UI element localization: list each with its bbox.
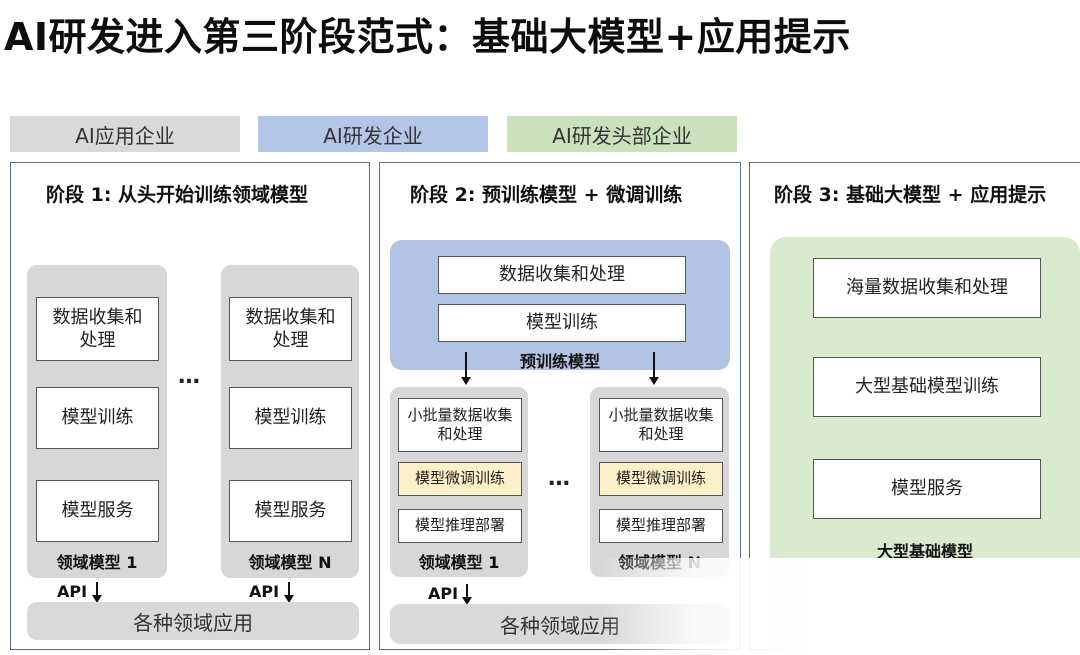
- stage2-pretrain-caption: 预训练模型: [519, 352, 600, 371]
- legend-ai-rnd: AI研发企业: [258, 116, 488, 152]
- stage1-col2-data-step: 数据收集和处理: [229, 297, 352, 361]
- stage1-col1-serve-step: 模型服务: [36, 480, 159, 542]
- stage2-api-arrowhead: [462, 597, 472, 605]
- stage3-serve-step: 模型服务: [813, 459, 1041, 519]
- stage2-col2-data-step: 小批量数据收集和处理: [599, 398, 723, 452]
- stage2-arrowhead-2: [649, 377, 659, 385]
- stage1-col2-caption: 领域模型 N: [248, 553, 332, 572]
- stage1-ellipsis: …: [178, 364, 201, 389]
- stage2-api-arrow: [466, 584, 468, 598]
- stage2-pretrain-train-step: 模型训练: [438, 304, 686, 342]
- stage2-col2-finetune-step: 模型微调训练: [599, 462, 723, 496]
- stage3-train-step: 大型基础模型训练: [813, 357, 1041, 417]
- stage2-title: 阶段 2: 预训练模型 + 微调训练: [410, 184, 683, 206]
- stage3-data-step: 海量数据收集和处理: [813, 258, 1041, 318]
- stage2-col2-deploy-step: 模型推理部署: [599, 509, 723, 543]
- stage1-col2-train-step: 模型训练: [229, 387, 352, 449]
- stage2-col1-deploy-step: 模型推理部署: [398, 509, 522, 543]
- stage2-pretrain-data-step: 数据收集和处理: [438, 256, 686, 294]
- stage1-col1-train-step: 模型训练: [36, 387, 159, 449]
- stage2-col1-caption: 领域模型 1: [418, 553, 500, 572]
- stage2-arrow-2: [653, 352, 655, 377]
- stage2-arrowhead-1: [461, 377, 471, 385]
- stage1-title: 阶段 1: 从头开始训练领域模型: [46, 184, 309, 206]
- stage3-title: 阶段 3: 基础大模型 + 应用提示: [774, 184, 1047, 206]
- stage1-api-label-2: API: [249, 582, 280, 601]
- stage2-col1-data-step: 小批量数据收集和处理: [398, 398, 522, 452]
- legend-ai-application: AI应用企业: [10, 116, 240, 152]
- stage3-caption: 大型基础模型: [876, 542, 973, 561]
- stage1-api-arrowhead-1: [92, 595, 102, 603]
- stage1-api-arrow-1: [96, 582, 98, 596]
- legend-ai-rnd-leader: AI研发头部企业: [507, 116, 737, 152]
- stage1-api-label-1: API: [57, 582, 88, 601]
- stage1-col1-caption: 领域模型 1: [56, 553, 138, 572]
- stage2-arrow-1: [465, 352, 467, 377]
- stage1-col1-data-step: 数据收集和处理: [36, 297, 159, 361]
- stage2-col1-finetune-step: 模型微调训练: [398, 462, 522, 496]
- stage1-applications-bar: 各种领域应用: [27, 602, 359, 640]
- stage1-api-arrowhead-2: [284, 595, 294, 603]
- stage1-api-arrow-2: [288, 582, 290, 596]
- stage2-ellipsis: …: [548, 466, 571, 491]
- stage1-col2-serve-step: 模型服务: [229, 480, 352, 542]
- watermark-overlay: [600, 558, 1080, 655]
- stage2-api-label: API: [428, 584, 459, 603]
- page-title: AI研发进入第三阶段范式：基础大模型+应用提示: [4, 15, 851, 59]
